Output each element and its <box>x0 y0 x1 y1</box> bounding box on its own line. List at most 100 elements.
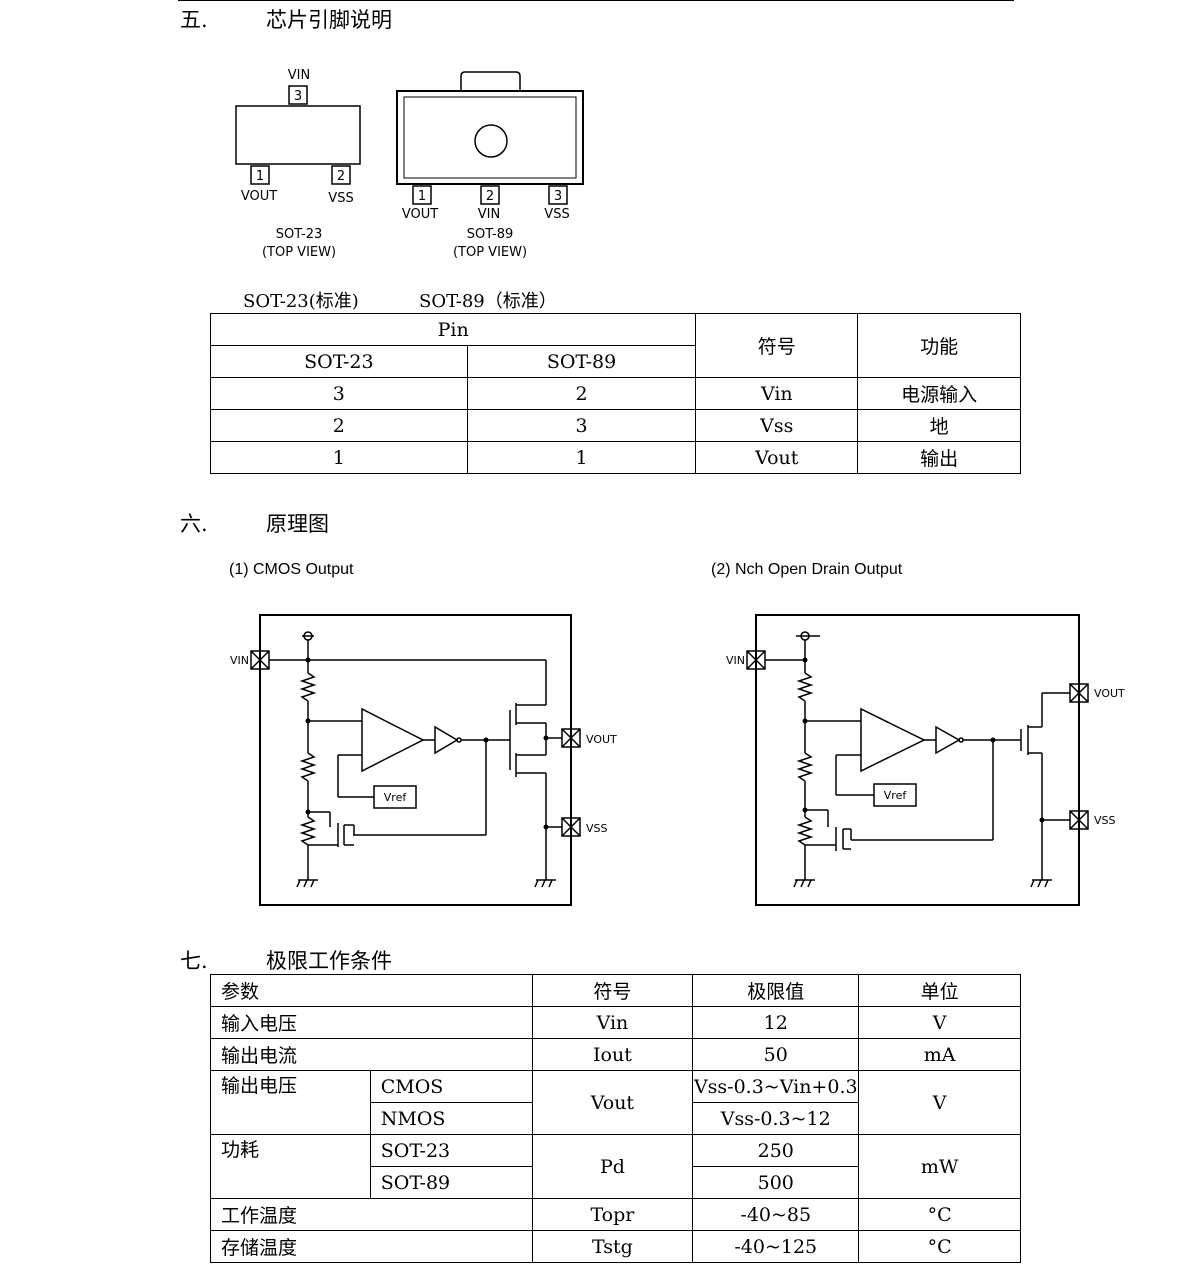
sot89-drawing <box>396 71 584 205</box>
section-title: 原理图 <box>266 512 329 536</box>
nch-caption: (2) Nch Open Drain Output <box>711 561 903 578</box>
cell-function: 输出 <box>857 441 1021 474</box>
sot89-vin-label: VIN <box>478 207 500 222</box>
cell-symbol: Iout <box>531 1038 694 1071</box>
pin-table: Pin 符号 功能 SOT-23 SOT-89 3 2 Vin 电源输入 2 3… <box>209 313 1021 474</box>
package-label-sot89: SOT-89（标准） <box>419 291 557 312</box>
value-header: 极限值 <box>692 974 860 1007</box>
limits-table: 参数 符号 极限值 单位 输入电压 Vin 12 V 输出电流 Iout 50 … <box>210 974 1021 1263</box>
sot89-pin2 <box>480 185 500 205</box>
section-title: 极限工作条件 <box>266 949 392 973</box>
cell-value: Vss-0.3~Vin+0.3 <box>692 1070 860 1103</box>
cell-subparam: NMOS <box>369 1102 533 1135</box>
cell-symbol: Vin <box>695 377 859 410</box>
cell-param: 存储温度 <box>210 1230 533 1263</box>
cell-sot23: 3 <box>210 377 468 410</box>
cell-symbol: Vss <box>695 409 859 442</box>
cmos-vout-label: VOUT <box>586 733 617 746</box>
sot23-pin2-number: 2 <box>337 169 345 184</box>
table-row: 1 1 Vout 输出 <box>210 441 1021 474</box>
package-label-sot23: SOT-23(标准) <box>243 291 359 312</box>
cell-value: 12 <box>692 1006 860 1039</box>
unit-header: 单位 <box>858 974 1021 1007</box>
cell-value: 500 <box>692 1166 860 1199</box>
table-row: 输出电流 Iout 50 mA <box>210 1038 1021 1071</box>
cell-sot23: 2 <box>210 409 468 442</box>
table-row: NMOS Vss-0.3~12 <box>211 1102 1021 1135</box>
cell-subparam: CMOS <box>369 1070 533 1103</box>
table-row: 存储温度 Tstg -40~125 °C <box>210 1230 1021 1263</box>
sot23-pin1 <box>250 165 270 185</box>
cell-param: 功耗 <box>210 1134 371 1199</box>
sot89-dot <box>474 124 508 158</box>
sot89-body <box>396 90 584 185</box>
cmos-schematic: VIN VOUT VSS Vref <box>230 614 617 906</box>
cell-symbol: Vout <box>531 1070 694 1135</box>
nch-vref-label: Vref <box>884 789 908 802</box>
cell-symbol: Pd <box>531 1134 694 1199</box>
cmos-vss-label: VSS <box>586 822 608 835</box>
cell-symbol: Vin <box>531 1006 694 1039</box>
cell-sot89: 3 <box>466 409 697 442</box>
cell-subparam: SOT-89 <box>369 1166 533 1199</box>
symbol-header: 符号 <box>531 974 694 1007</box>
cell-symbol: Topr <box>531 1198 694 1231</box>
sot23-vout-label: VOUT <box>241 189 277 204</box>
cell-unit: °C <box>858 1230 1021 1263</box>
section-5-heading: 五. 芯片引脚说明 <box>180 4 392 34</box>
cell-value: 50 <box>692 1038 860 1071</box>
sot89-pin1-number: 1 <box>418 189 426 204</box>
sot89-pin3-number: 3 <box>554 189 562 204</box>
sot89-vss-label: VSS <box>544 207 569 222</box>
sot89-pin3 <box>548 185 568 205</box>
cell-unit: V <box>858 1006 1021 1039</box>
sot89-pin2-number: 2 <box>486 189 494 204</box>
cell-value: 250 <box>692 1134 860 1167</box>
table-row: 3 2 Vin 电源输入 <box>210 377 1021 410</box>
cell-symbol: Vout <box>695 441 859 474</box>
sot89-inner <box>403 96 577 179</box>
cell-sot89: 2 <box>466 377 697 410</box>
table-row: 参数 符号 极限值 单位 <box>210 974 1021 1007</box>
sot23-pin3 <box>288 85 308 105</box>
cell-param: 输出电流 <box>210 1038 533 1071</box>
cell-unit: V <box>858 1070 1021 1135</box>
section-title: 芯片引脚说明 <box>266 8 392 32</box>
package-drawings: 3 1 2 VIN VOUT VSS SOT-23 (TOP VIEW) 1 2… <box>235 68 584 260</box>
sot23-drawing <box>235 85 361 185</box>
sot23-view: (TOP VIEW) <box>262 245 336 260</box>
cell-unit: °C <box>858 1198 1021 1231</box>
sot89-view: (TOP VIEW) <box>453 245 527 260</box>
cell-function: 电源输入 <box>857 377 1021 410</box>
section-number: 六. <box>180 512 208 536</box>
sot23-header: SOT-23 <box>210 345 468 378</box>
sot89-vout-label: VOUT <box>402 207 438 222</box>
cell-sot89: 1 <box>466 441 697 474</box>
table-row: SOT-89 500 <box>211 1166 1021 1199</box>
cell-unit: mA <box>858 1038 1021 1071</box>
sot23-pin3-number: 3 <box>294 89 302 104</box>
function-header: 功能 <box>857 313 1021 378</box>
sot23-pin2 <box>331 165 351 185</box>
cell-sot23: 1 <box>210 441 468 474</box>
section-number: 七. <box>180 949 208 973</box>
table-row: 2 3 Vss 地 <box>210 409 1021 442</box>
sot23-pin1-number: 1 <box>256 169 264 184</box>
section-number: 五. <box>180 8 208 32</box>
table-row: 工作温度 Topr -40~85 °C <box>210 1198 1021 1231</box>
section-6-heading: 六. 原理图 <box>180 508 329 538</box>
section-7-heading: 七. 极限工作条件 <box>180 945 392 975</box>
table-row: 输出电压 CMOS Vout Vss-0.3~Vin+0.3 V <box>210 1070 1021 1135</box>
cell-param: 输入电压 <box>210 1006 533 1039</box>
nch-schematic: VIN VOUT VSS Vref <box>726 614 1125 906</box>
nch-vout-label: VOUT <box>1094 687 1125 700</box>
cell-value: -40~125 <box>692 1230 860 1263</box>
cmos-vref-label: Vref <box>384 791 408 804</box>
nch-vin-label: VIN <box>726 654 745 667</box>
symbol-header: 符号 <box>695 313 859 378</box>
cmos-caption: (1) CMOS Output <box>229 561 354 578</box>
cell-unit: mW <box>858 1134 1021 1199</box>
cell-subparam: SOT-23 <box>369 1134 533 1167</box>
nch-vss-label: VSS <box>1094 814 1116 827</box>
cell-value: -40~85 <box>692 1198 860 1231</box>
